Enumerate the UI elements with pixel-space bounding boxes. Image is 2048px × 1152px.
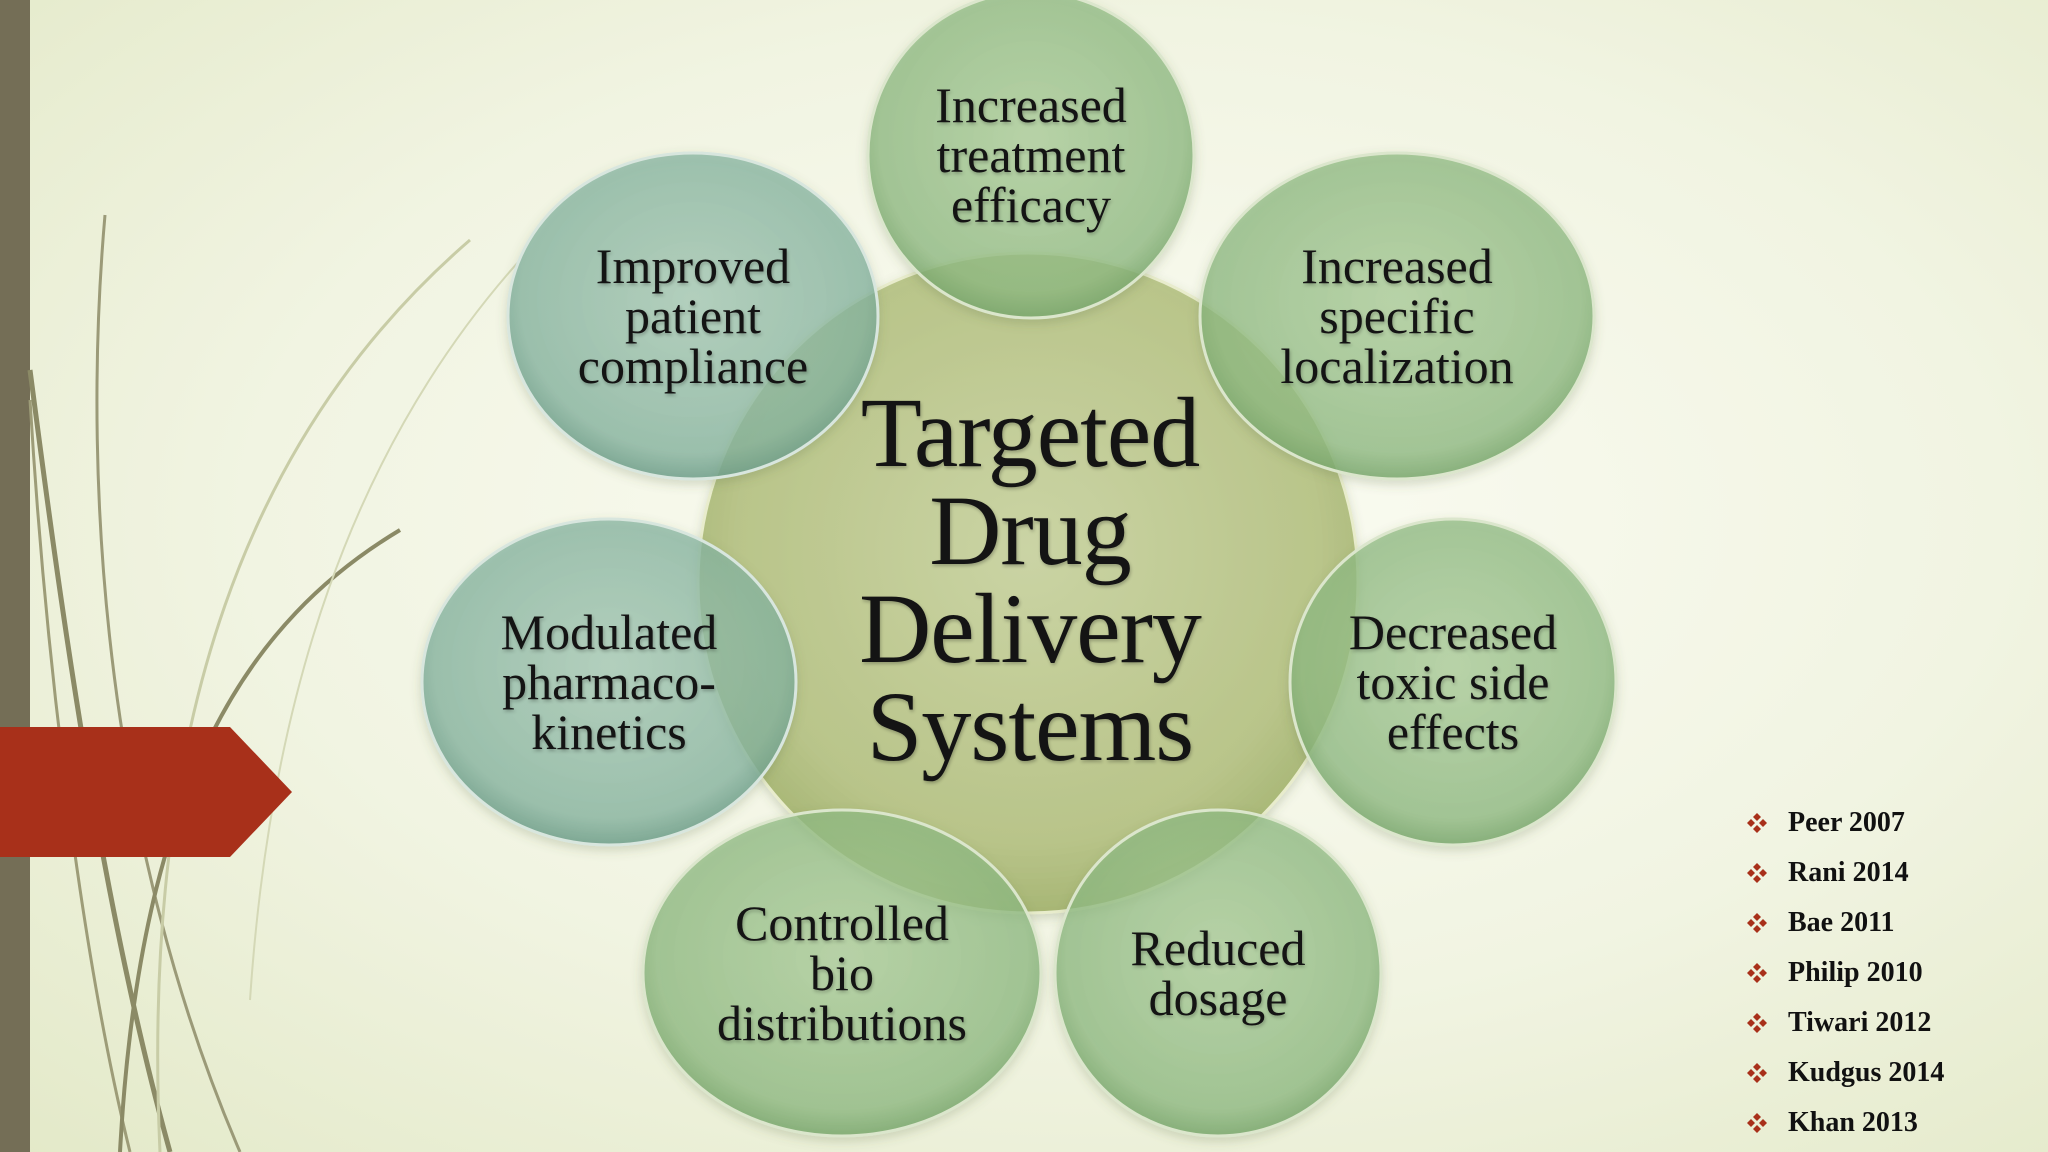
bubble-controlled-bio-distributions <box>641 808 1043 1138</box>
reference-text: Tiwari 2012 <box>1788 1007 1932 1038</box>
reference-item: Philip 2010 <box>1746 948 1944 998</box>
label-increased-specific-localization: Increased specific localization <box>1280 238 1514 394</box>
label-decreased-toxic-side-effects: Decreased toxic side effects <box>1348 604 1558 760</box>
diamond-bullet-icon <box>1746 812 1768 834</box>
reference-item: Bae 2011 <box>1746 898 1944 948</box>
reference-item: Tiwari 2012 <box>1746 998 1944 1048</box>
reference-text: Kudgus 2014 <box>1788 1057 1945 1088</box>
reference-item: Rani 2014 <box>1746 848 1944 898</box>
diamond-bullet-icon <box>1746 862 1768 884</box>
red-pointer-shape <box>0 727 292 857</box>
section-marker-arrow <box>0 727 292 857</box>
reference-text: Khan 2013 <box>1788 1107 1918 1138</box>
bubble-increased-specific-localization <box>1198 151 1596 481</box>
bubble-modulated-pharmacokinetics <box>420 517 798 847</box>
reference-list: Peer 2007 Rani 2014 Bae 2011 Philip 2010… <box>1746 798 1944 1148</box>
label-modulated-pharmacokinetics: Modulated pharmaco- kinetics <box>500 604 718 760</box>
diamond-bullet-icon <box>1746 1112 1768 1134</box>
diamond-bullet-icon <box>1746 962 1768 984</box>
reference-text: Rani 2014 <box>1788 857 1909 888</box>
bubble-improved-patient-compliance <box>506 151 880 481</box>
reference-text: Philip 2010 <box>1788 957 1923 988</box>
label-increased-treatment-efficacy: Increased treatment efficacy <box>935 77 1127 233</box>
label-improved-patient-compliance: Improved patient compliance <box>577 238 809 394</box>
bubble-decreased-toxic-side-effects <box>1288 517 1618 847</box>
diamond-bullet-icon <box>1746 912 1768 934</box>
center-bubble-label: Targeted Drug Delivery Systems <box>859 377 1202 782</box>
reference-text: Peer 2007 <box>1788 807 1905 838</box>
reference-text: Bae 2011 <box>1788 907 1895 938</box>
bubble-reduced-dosage <box>1053 808 1383 1138</box>
bubble-increased-treatment-efficacy <box>866 0 1196 320</box>
diamond-bullet-icon <box>1746 1012 1768 1034</box>
label-controlled-bio-distributions: Controlled bio distributions <box>716 895 968 1051</box>
diamond-bullet-icon <box>1746 1062 1768 1084</box>
reference-item: Kudgus 2014 <box>1746 1048 1944 1098</box>
reference-item: Peer 2007 <box>1746 798 1944 848</box>
left-accent-bar <box>0 0 30 1152</box>
label-reduced-dosage: Reduced dosage <box>1130 920 1306 1026</box>
reference-item: Khan 2013 <box>1746 1098 1944 1148</box>
